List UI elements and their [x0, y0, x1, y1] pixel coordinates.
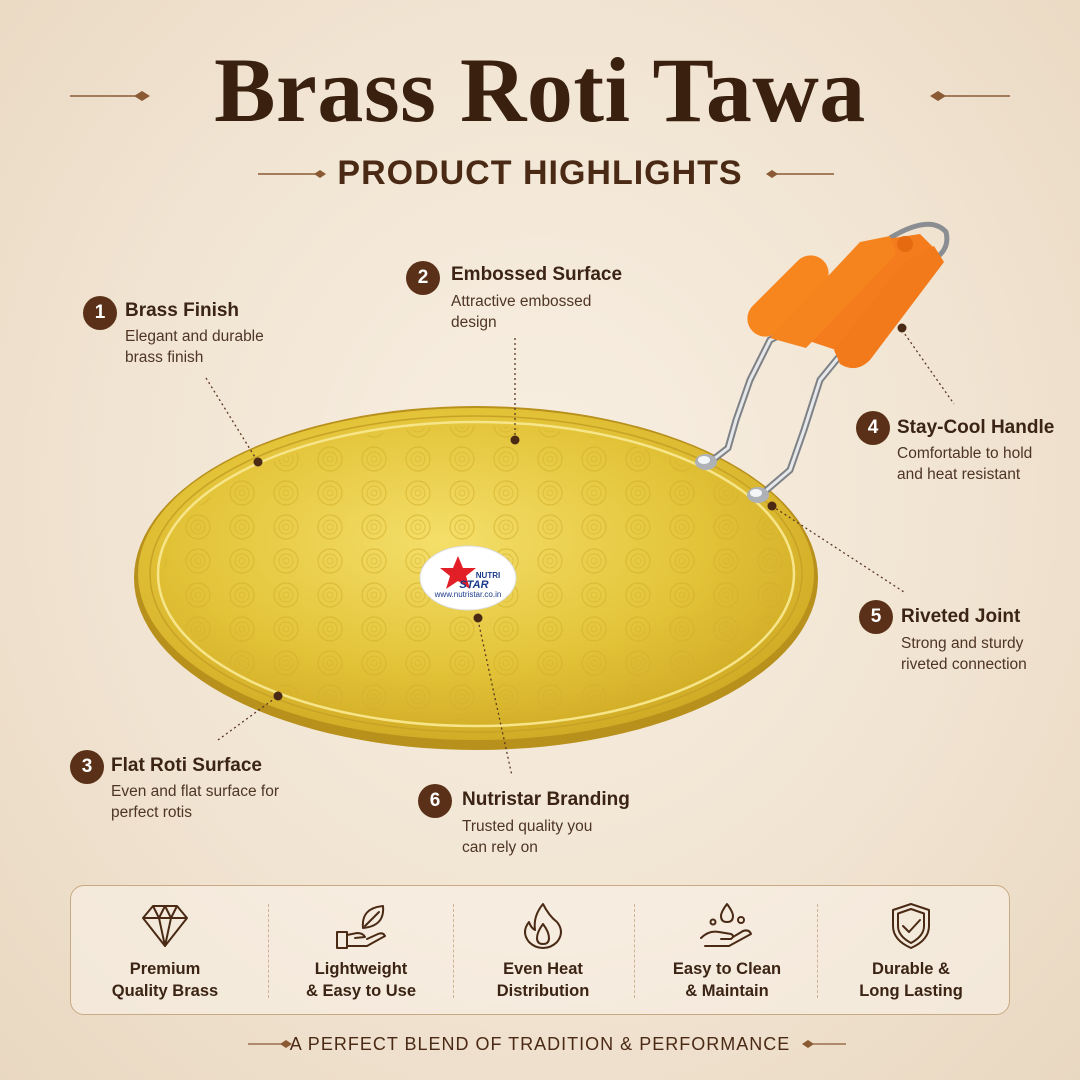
flame-icon [524, 903, 562, 949]
callout-desc-flat-roti-surface: Even and flat surface for perfect rotis [111, 783, 280, 821]
feature-divider [268, 904, 269, 998]
feature-lightweight: Lightweight & Easy to Use [267, 886, 455, 1016]
feature-even-heat: Even Heat Distribution [449, 886, 637, 1016]
brand-logo-text-2: STAR [459, 579, 488, 591]
title-ornament-right [930, 91, 1010, 101]
subtitle-ornament-right [766, 170, 834, 178]
footer-ornament-right [802, 1040, 846, 1048]
feature-label-easy-to-clean: Easy to Clean & Maintain [672, 960, 782, 1000]
callout-number-2: 2 [406, 261, 440, 295]
feature-easy-to-clean: Easy to Clean & Maintain [633, 886, 821, 1016]
callout-title-flat-roti-surface: Flat Roti Surface [111, 755, 262, 776]
callout-title-brass-finish: Brass Finish [125, 300, 240, 321]
callout-title-nutristar-branding: Nutristar Branding [462, 789, 630, 810]
page-subtitle: PRODUCT HIGHLIGHTS [337, 154, 743, 192]
callout-desc-nutristar-branding: Trusted quality you can rely on [462, 818, 593, 856]
water-drop-hand-icon [700, 903, 752, 947]
leaf-hand-icon [336, 905, 386, 949]
callout-desc-embossed-surface: Attractive embossed design [451, 293, 592, 331]
feature-label-lightweight: Lightweight & Easy to Use [305, 960, 417, 1000]
footer-tagline: A PERFECT BLEND OF TRADITION & PERFORMAN… [289, 1034, 791, 1054]
callout-desc-riveted-joint: Strong and sturdy riveted connection [901, 635, 1027, 673]
brand-logo-text-1: NUTRI [476, 571, 500, 580]
feature-premium-quality-brass: Premium Quality Brass [71, 886, 259, 1016]
feature-label-even-heat: Even Heat Distribution [496, 960, 590, 1000]
callout-title-riveted-joint: Riveted Joint [901, 606, 1021, 627]
diamond-icon [142, 905, 188, 947]
callout-number-3: 3 [70, 750, 104, 784]
callout-title-stay-cool-handle: Stay-Cool Handle [897, 417, 1055, 438]
callout-desc-brass-finish: Elegant and durable brass finish [125, 328, 264, 366]
feature-durable: Durable & Long Lasting [817, 886, 1005, 1016]
feature-label-durable: Durable & Long Lasting [859, 960, 963, 1000]
subtitle-ornament-left [258, 170, 326, 178]
feature-label-premium-quality-brass: Premium Quality Brass [111, 960, 219, 1000]
shield-check-icon [892, 903, 930, 949]
feature-divider [453, 904, 454, 998]
callout-number-4: 4 [856, 411, 890, 445]
callout-desc-stay-cool-handle: Comfortable to hold and heat resistant [897, 445, 1033, 483]
features-panel: Premium Quality Brass Lightweight & Easy… [70, 885, 1010, 1015]
feature-divider [634, 904, 635, 998]
callout-number-6: 6 [418, 784, 452, 818]
callout-number-5: 5 [859, 600, 893, 634]
callout-title-embossed-surface: Embossed Surface [451, 264, 623, 285]
feature-divider [817, 904, 818, 998]
callout-number-1: 1 [83, 296, 117, 330]
footer-ornament-left [248, 1040, 292, 1048]
title-ornament-left [70, 91, 150, 101]
brand-url: www.nutristar.co.in [434, 590, 502, 599]
page-title: Brass Roti Tawa [214, 39, 866, 141]
